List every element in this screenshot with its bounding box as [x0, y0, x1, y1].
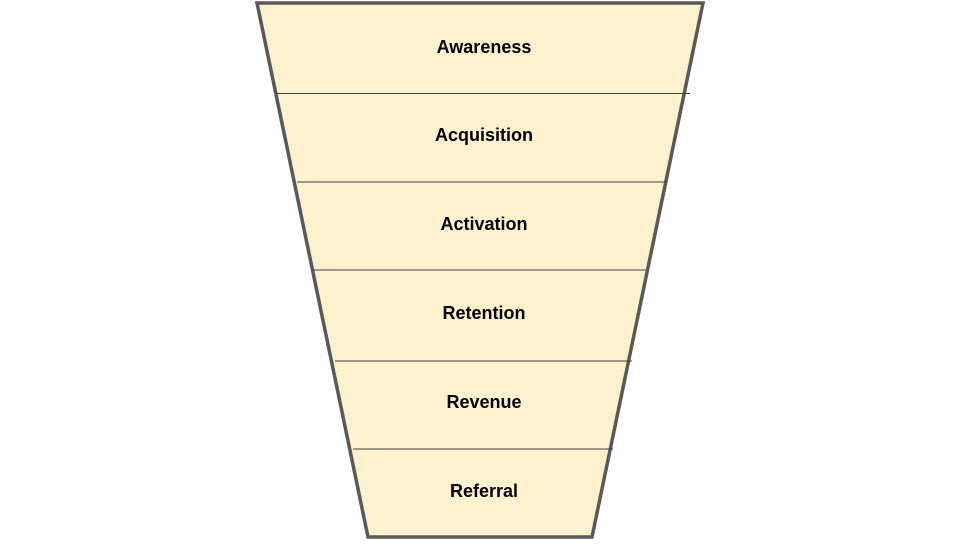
- stage-label-referral: Referral: [450, 481, 518, 501]
- stage-label-acquisition: Acquisition: [435, 125, 533, 145]
- stage-label-activation: Activation: [440, 214, 527, 234]
- stage-label-revenue: Revenue: [446, 392, 521, 412]
- stage-label-awareness: Awareness: [437, 37, 532, 57]
- funnel-dividers: [276, 93, 690, 450]
- funnel-labels: Awareness Acquisition Activation Retenti…: [435, 37, 533, 501]
- stage-label-retention: Retention: [443, 303, 526, 323]
